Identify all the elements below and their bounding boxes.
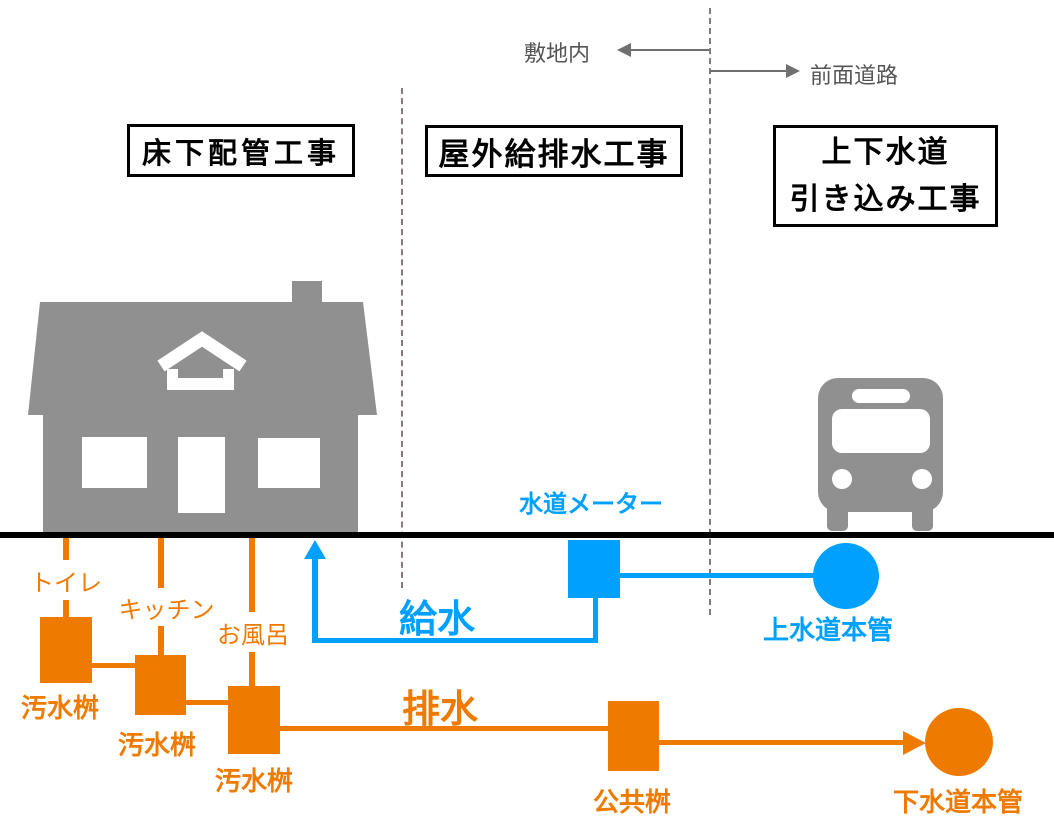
public-to-sewer-pipe (659, 740, 905, 745)
public-basin-label: 公共桝 (593, 787, 672, 817)
sewage-basin2-node (135, 655, 186, 715)
drain-flow-label: 排水 (402, 689, 479, 731)
water-meter-node (568, 540, 620, 598)
water-main-label: 上水道本管 (763, 615, 894, 645)
toilet-chip: トイレ (22, 560, 110, 600)
sewer-main-label: 下水道本管 (893, 787, 1024, 817)
bus-illustration (818, 378, 943, 531)
house-door (178, 437, 225, 513)
sewer-main-node (925, 708, 993, 776)
site-arrow-line (630, 49, 709, 51)
title-service-line2: 引き込み工事 (789, 183, 982, 216)
bus-windshield (832, 409, 930, 453)
public-basin-node (608, 701, 659, 771)
supply-arrow-up-icon (304, 540, 326, 559)
house-roof (28, 302, 377, 415)
water-meter-label: 水道メーター (519, 491, 663, 518)
supply-flow-label: 給水 (399, 599, 476, 641)
sewage-basin1-label: 汚水桝 (21, 693, 100, 723)
main-drain-pipe (279, 726, 609, 731)
ground-line (0, 532, 1054, 538)
sewage-basin3-node (228, 686, 280, 754)
house-window-right (258, 438, 320, 488)
toilet-chip-label: トイレ (30, 569, 102, 597)
bus-sign-slot (852, 389, 910, 403)
title-underfloor-text: 床下配管工事 (141, 137, 340, 170)
road-arrow-line (710, 70, 786, 72)
title-service-connection: 上下水道 引き込み工事 (773, 125, 998, 227)
house-window-left (82, 437, 147, 488)
gable-vent-icon (167, 369, 234, 390)
site-zone-label: 敷地内 (524, 41, 591, 66)
bath-chip: お風呂 (208, 612, 298, 652)
water-main-node (813, 543, 879, 609)
road-arrow-right-icon (786, 64, 800, 78)
title-outdoor-plumbing: 屋外給排水工事 (425, 125, 683, 177)
basin2-basin3-pipe (185, 700, 229, 705)
bath-chip-label: お風呂 (217, 621, 289, 649)
sewage-basin1-node (40, 617, 92, 683)
meter-to-main-pipe (620, 573, 816, 578)
supply-riser-pipe (312, 557, 318, 643)
site-arrow-left-icon (617, 43, 631, 57)
sewage-basin2-label: 汚水桝 (118, 730, 197, 760)
house-chimney (292, 281, 322, 305)
meter-down-pipe (593, 596, 598, 643)
kitchen-chip-label: キッチン (118, 596, 215, 624)
supply-horizontal-pipe (312, 638, 598, 643)
basin1-basin2-pipe (91, 663, 136, 668)
gable-chevron-icon (157, 331, 247, 372)
title-service-line1: 上下水道 (821, 136, 950, 169)
title-underfloor-piping: 床下配管工事 (127, 124, 355, 177)
bus-headlight-right (912, 469, 932, 489)
drain-arrow-right-icon (903, 731, 926, 755)
bus-headlight-left (832, 469, 852, 489)
site-boundary-left-line (401, 88, 403, 588)
road-zone-label: 前面道路 (810, 63, 899, 88)
site-boundary-right-line (709, 8, 711, 615)
kitchen-chip: キッチン (113, 588, 220, 626)
title-outdoor-text: 屋外給排水工事 (438, 136, 670, 172)
house-illustration (28, 281, 377, 533)
sewage-basin3-label: 汚水桝 (215, 766, 294, 796)
